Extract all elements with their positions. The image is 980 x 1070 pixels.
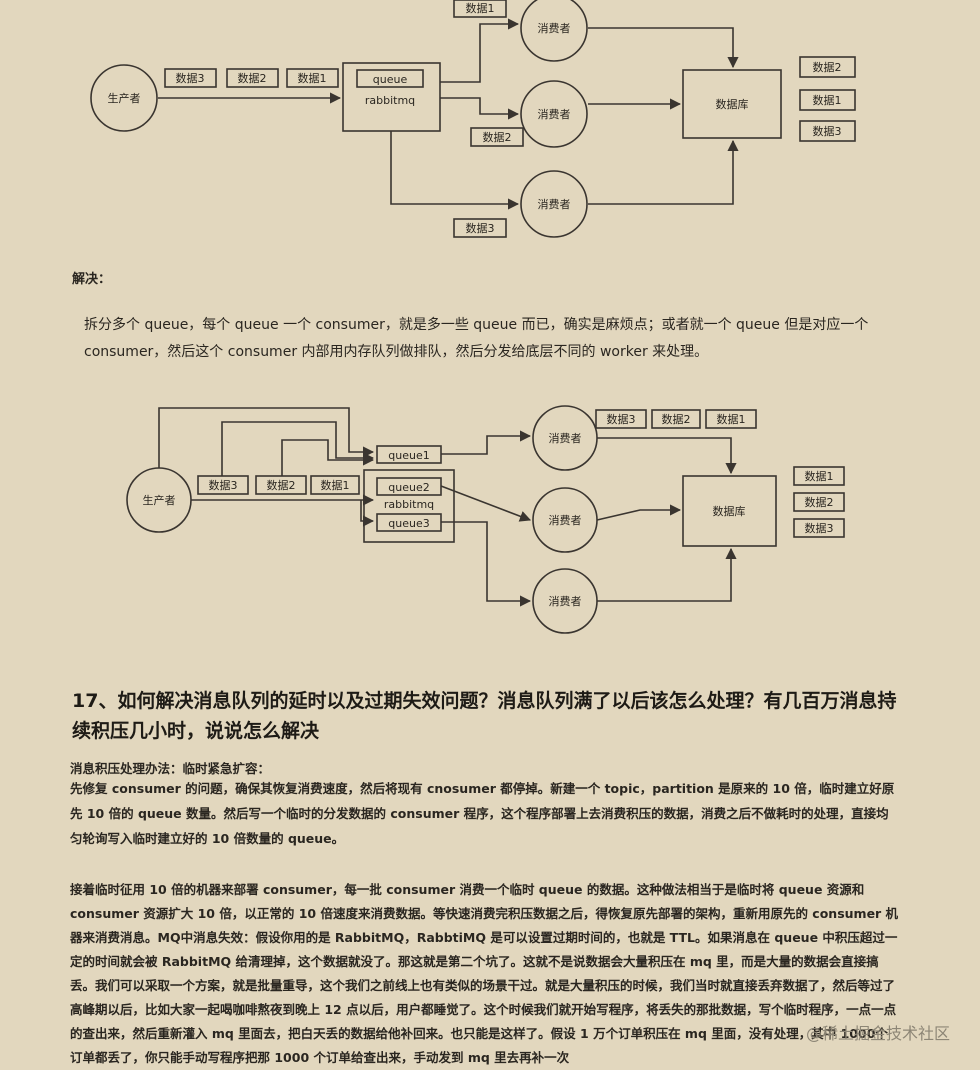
database-label: 数据库 [716, 97, 749, 111]
queue-label: queue2 [388, 481, 429, 494]
consumer-label: 消费者 [538, 197, 571, 211]
consumer-node [520, 0, 588, 62]
producer-label: 生产者 [108, 91, 141, 105]
consumer-msg: 数据1 [466, 1, 495, 15]
temp-expand-text: 先修复 consumer 的问题，确保其恢复消费速度，然后将现有 cnosume… [70, 781, 895, 846]
input-msg: 数据1 [321, 478, 350, 492]
broker-label: rabbitmq [365, 94, 415, 107]
queue-label: queue1 [388, 449, 429, 462]
consumer-label: 消费者 [549, 513, 582, 527]
producer-node [90, 64, 158, 132]
consumer-msg: 数据3 [466, 221, 495, 235]
watermark: @稀土掘金技术社区 [805, 1024, 950, 1043]
queue-label: queue [373, 73, 408, 86]
consumer-msg: 数据2 [483, 130, 512, 144]
queue-label: queue3 [388, 517, 429, 530]
db-msg: 数据1 [805, 469, 834, 483]
database-label: 数据库 [713, 504, 746, 518]
solution-text: 拆分多个 queue，每个 queue 一个 consumer，就是多一些 qu… [84, 317, 869, 360]
diagram-multi-queue: 生产者 queue1 queue2 rabbitmq queue3 数据3 数据… [0, 400, 980, 635]
input-msg: 数据2 [267, 478, 296, 492]
queue-box [356, 69, 424, 88]
consumer-label: 消费者 [538, 21, 571, 35]
input-msg: 数据1 [298, 71, 327, 85]
temp-expand-heading: 消息积压处理办法：临时紧急扩容： [70, 761, 271, 776]
database-box [682, 69, 782, 139]
db-msg: 数据3 [805, 521, 834, 535]
input-msg: 数据3 [176, 71, 205, 85]
db-msg: 数据1 [813, 93, 842, 107]
database-box [682, 475, 777, 547]
consumer-label: 消费者 [549, 594, 582, 608]
question-17-title: 17、如何解决消息队列的延时以及过期失效问题？消息队列满了以后该怎么处理？有几百… [72, 690, 897, 742]
consumer-label: 消费者 [538, 107, 571, 121]
broker-box [363, 469, 455, 543]
solution-label: 解决： [72, 272, 112, 287]
consumer-msg: 数据2 [662, 412, 691, 426]
broker-label: rabbitmq [384, 498, 434, 511]
db-msg: 数据2 [813, 60, 842, 74]
consumer-msg: 数据3 [607, 412, 636, 426]
input-msg: 数据2 [238, 71, 267, 85]
consumer-node [520, 80, 588, 148]
producer-label: 生产者 [143, 493, 176, 507]
detail-text: 接着临时征用 10 倍的机器来部署 consumer，每一批 consumer … [70, 882, 899, 1065]
consumer-msg: 数据1 [717, 412, 746, 426]
db-msg: 数据3 [813, 124, 842, 138]
consumer-node [520, 170, 588, 238]
db-msg: 数据2 [805, 495, 834, 509]
consumer-label: 消费者 [549, 431, 582, 445]
diagram-single-queue: 生产者 queue rabbitmq 数据3 数据2 数据1 消费者 消费者 消… [0, 0, 980, 240]
input-msg: 数据3 [209, 478, 238, 492]
